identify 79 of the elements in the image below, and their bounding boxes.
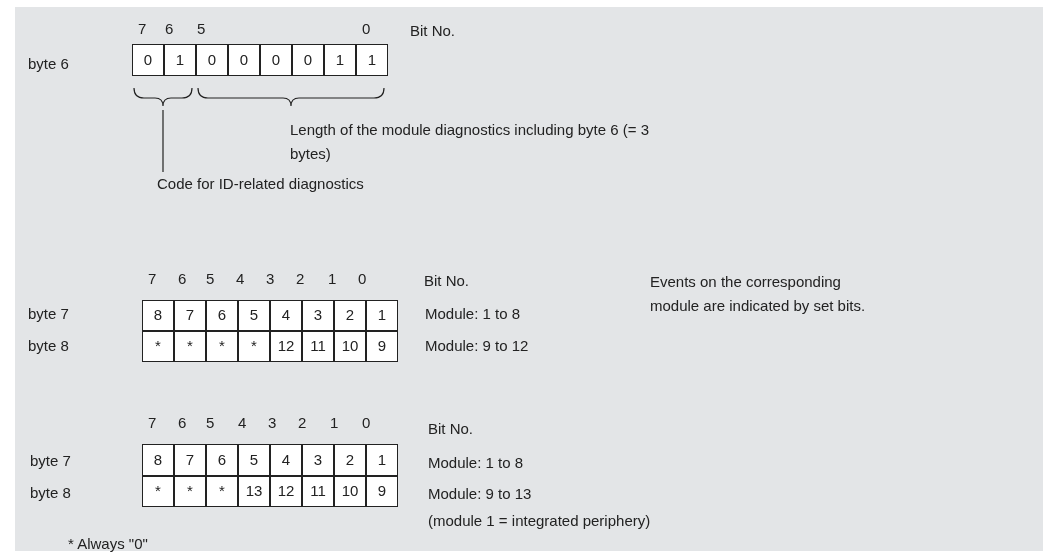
bit-value-cell: 1 bbox=[324, 44, 356, 76]
bit-number: 5 bbox=[197, 20, 206, 38]
curly-bracket bbox=[133, 87, 193, 107]
bit-value-cell: 13 bbox=[238, 476, 270, 507]
bit-value-cell: * bbox=[206, 331, 238, 362]
bit-number: 6 bbox=[178, 270, 187, 288]
footnote: * Always "0" bbox=[68, 535, 148, 553]
module-range: Module: 1 to 8 bbox=[428, 454, 524, 472]
bit-value-cell: 6 bbox=[206, 300, 238, 331]
bit-value-cell: 10 bbox=[334, 476, 366, 507]
bit-value-cell: 2 bbox=[334, 300, 366, 331]
bit-value-cell: 12 bbox=[270, 476, 302, 507]
bit-number: 6 bbox=[178, 414, 187, 432]
bit-value-cell: 6 bbox=[206, 444, 238, 476]
bit-number: 3 bbox=[266, 270, 275, 288]
bit-value-cell: 1 bbox=[356, 44, 388, 76]
bit-number: 7 bbox=[138, 20, 147, 38]
bit-value-cell: * bbox=[174, 476, 206, 507]
bit-number: 5 bbox=[206, 414, 215, 432]
description-text: Length of the module diagnostics including byte 6 (= 3 bytes) bbox=[290, 120, 650, 164]
module-range: Module: 9 to 12 bbox=[425, 337, 529, 355]
bit-number: 4 bbox=[238, 414, 247, 432]
bit-value-cell: 1 bbox=[366, 444, 398, 476]
bit-number: 7 bbox=[148, 414, 157, 432]
column-caption: Bit No. bbox=[428, 420, 473, 438]
note-text: (module 1 = integrated periphery) bbox=[428, 512, 651, 530]
bit-value-cell: 11 bbox=[302, 476, 334, 507]
bit-value-cell: * bbox=[142, 476, 174, 507]
bit-value-cell: 7 bbox=[174, 444, 206, 476]
bit-number: 0 bbox=[362, 20, 371, 38]
bit-value-cell: * bbox=[238, 331, 270, 362]
row-label: byte 8 bbox=[30, 484, 71, 502]
annotation-text: Code for ID-related diagnostics bbox=[157, 175, 364, 193]
bit-value-cell: 0 bbox=[260, 44, 292, 76]
bit-number: 4 bbox=[236, 270, 245, 288]
bit-number: 0 bbox=[362, 414, 371, 432]
column-caption: Bit No. bbox=[424, 272, 469, 290]
bit-value-cell: 4 bbox=[270, 444, 302, 476]
bit-value-cell: * bbox=[142, 331, 174, 362]
leader-line bbox=[162, 109, 164, 173]
bit-value-cell: 11 bbox=[302, 331, 334, 362]
bit-number: 2 bbox=[298, 414, 307, 432]
module-range: Module: 9 to 13 bbox=[428, 485, 532, 503]
bit-number: 6 bbox=[165, 20, 174, 38]
bit-value-cell: 8 bbox=[142, 444, 174, 476]
bit-value-cell: 9 bbox=[366, 331, 398, 362]
bit-number: 3 bbox=[268, 414, 277, 432]
bit-value-cell: 9 bbox=[366, 476, 398, 507]
bit-value-cell: 0 bbox=[228, 44, 260, 76]
bit-value-cell: * bbox=[174, 331, 206, 362]
bit-value-cell: 8 bbox=[142, 300, 174, 331]
bit-number: 7 bbox=[148, 270, 157, 288]
row-label: byte 8 bbox=[28, 337, 69, 355]
bit-number: 1 bbox=[328, 270, 337, 288]
bit-value-cell: 12 bbox=[270, 331, 302, 362]
bit-number: 0 bbox=[358, 270, 367, 288]
bit-value-cell: 3 bbox=[302, 300, 334, 331]
row-label: byte 7 bbox=[28, 305, 69, 323]
module-range: Module: 1 to 8 bbox=[425, 305, 521, 323]
bit-number: 2 bbox=[296, 270, 305, 288]
bit-number: 5 bbox=[206, 270, 215, 288]
note-text: Events on the corresponding module are indicated by set bits. bbox=[650, 272, 867, 316]
bit-value-cell: 5 bbox=[238, 444, 270, 476]
bit-number: 1 bbox=[330, 414, 339, 432]
bit-value-cell: * bbox=[206, 476, 238, 507]
bit-value-cell: 4 bbox=[270, 300, 302, 331]
bit-value-cell: 1 bbox=[164, 44, 196, 76]
column-caption: Bit No. bbox=[410, 22, 455, 40]
row-label: byte 6 bbox=[28, 55, 69, 73]
bit-value-cell: 10 bbox=[334, 331, 366, 362]
bit-value-cell: 2 bbox=[334, 444, 366, 476]
row-label: byte 7 bbox=[30, 452, 71, 470]
bit-value-cell: 7 bbox=[174, 300, 206, 331]
bit-value-cell: 0 bbox=[292, 44, 324, 76]
bit-value-cell: 0 bbox=[196, 44, 228, 76]
bit-value-cell: 5 bbox=[238, 300, 270, 331]
bit-value-cell: 1 bbox=[366, 300, 398, 331]
bit-value-cell: 3 bbox=[302, 444, 334, 476]
bit-value-cell: 0 bbox=[132, 44, 164, 76]
